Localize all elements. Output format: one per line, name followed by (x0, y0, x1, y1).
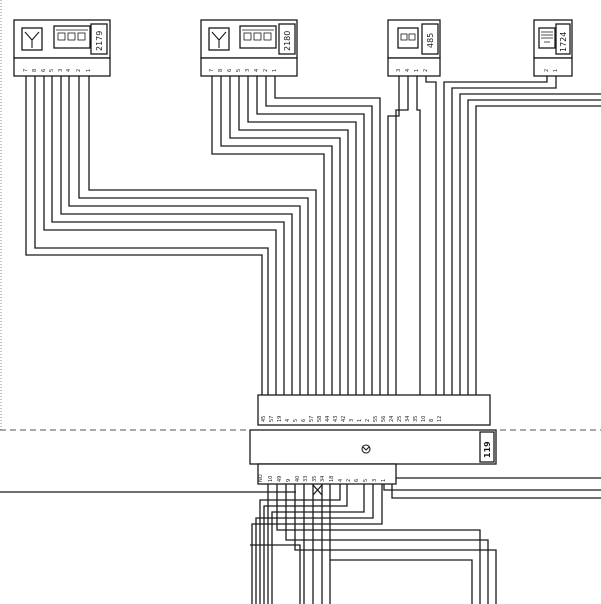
pin-label: 2 (76, 69, 82, 72)
ecu-pin: 35 (312, 476, 318, 482)
pin-label: 5 (236, 69, 242, 72)
ecu-pin: 10 (421, 416, 427, 422)
connector-terminal-icon (239, 25, 277, 49)
pin-label: 2 (423, 69, 429, 72)
ecu-pin: 4 (338, 479, 344, 482)
ecu-pin: 25 (397, 416, 403, 422)
pin-label: 6 (41, 69, 47, 72)
ecu-pin: 9 (286, 479, 292, 482)
pin-label: 2 (544, 69, 550, 72)
harness-1724-wires (443, 76, 601, 395)
ecu-pin: 2 (365, 419, 371, 422)
ecu-pin: 8 (429, 419, 435, 422)
connector-terminal-icon (53, 25, 91, 49)
ecu-pin: 40 (295, 476, 301, 482)
ecu-bottom-connector: NO 10 49 9 40 33 35 34 18 4 2 6 5 3 1 (257, 463, 397, 485)
ecu-pin: 6 (301, 419, 307, 422)
ecu-pin: 5 (293, 419, 299, 422)
pin-label: 3 (245, 69, 251, 72)
ecu-pin: 5 (363, 479, 369, 482)
ecu-top-connector: 45 57 19 4 5 6 57 58 44 43 42 3 1 2 55 5… (257, 394, 491, 426)
ground-symbol-icon (361, 444, 371, 454)
ecu-pin: 6 (354, 479, 360, 482)
harness-2180-wires (211, 76, 381, 395)
connector-terminal-icon (397, 27, 419, 49)
pin-label: 7 (209, 69, 215, 72)
ecu-pin: 34 (405, 416, 411, 422)
ecu-pin: 10 (268, 476, 274, 482)
ecu-pin: 19 (277, 416, 283, 422)
pin-label: 7 (23, 69, 29, 72)
connector-code-2179: 2179 (95, 31, 104, 51)
pin-label: 3 (396, 69, 402, 72)
ecu-pin: 49 (277, 476, 283, 482)
ecu-pin: 3 (372, 479, 378, 482)
pin-label: 2 (263, 69, 269, 72)
ecu-pin: 35 (413, 416, 419, 422)
harness-2179-wires (25, 76, 317, 395)
connector-2179: 2179 7 8 6 5 3 4 2 1 (13, 19, 111, 77)
ecu-bottom-label: NO (258, 474, 264, 482)
pin-label: 1 (272, 69, 278, 72)
connector-code-2180: 2180 (283, 31, 292, 51)
pin-label: 3 (58, 69, 64, 72)
pin-label: 1 (86, 69, 92, 72)
ecu-pin: 34 (320, 476, 326, 482)
pin-label: 1 (553, 69, 559, 72)
pin-label: 6 (227, 69, 233, 72)
ecu-pin: 1 (357, 419, 363, 422)
pin-label: 8 (218, 69, 224, 72)
ecu-pin: 33 (303, 476, 309, 482)
harness-485-wires (387, 76, 437, 395)
pin-label: 1 (414, 69, 420, 72)
connector-485: 485 3 4 1 2 (387, 19, 441, 77)
connector-1724: 1724 2 1 (533, 19, 573, 77)
ecu-pin: 4 (285, 419, 291, 422)
ecu-pin: 3 (349, 419, 355, 422)
ecu-code: 119 (483, 441, 492, 458)
pin-label: 4 (405, 69, 411, 72)
ecu-pin: 18 (329, 476, 335, 482)
ecu-pin: 44 (325, 416, 331, 422)
pin-label: 4 (66, 69, 72, 72)
connector-code-1724: 1724 (559, 32, 568, 52)
twist-marker-bottom (312, 484, 323, 496)
ecu-pin: 57 (309, 416, 315, 422)
ecu-pin: 58 (317, 416, 323, 422)
ecu-pin: 57 (269, 416, 275, 422)
ecu-pin: 56 (381, 416, 387, 422)
ecu-119: 119 (249, 429, 497, 465)
ecu-pin: 55 (373, 416, 379, 422)
ecu-pin: 45 (261, 416, 267, 422)
connector-2180: 2180 7 8 6 5 3 4 2 1 (200, 19, 298, 77)
pin-label: 8 (32, 69, 38, 72)
pin-label: 5 (49, 69, 55, 72)
ecu-pin: 2 (346, 479, 352, 482)
ecu-pin: 12 (437, 416, 443, 422)
harness-bottom-wires (250, 477, 601, 604)
pin-label: 4 (254, 69, 260, 72)
ecu-pin: 42 (341, 416, 347, 422)
connector-code-485: 485 (426, 33, 435, 48)
ecu-pin: 24 (389, 416, 395, 422)
ecu-pin: 43 (333, 416, 339, 422)
ecu-pin: 1 (381, 479, 387, 482)
